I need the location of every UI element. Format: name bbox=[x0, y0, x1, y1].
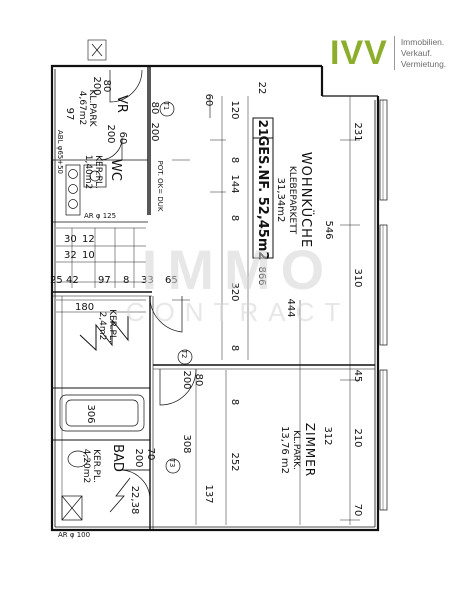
dim-8b: 8 bbox=[229, 215, 240, 221]
outer-walls bbox=[50, 64, 388, 532]
dim-8c: 8 bbox=[229, 345, 240, 351]
washbasin-icon bbox=[67, 450, 89, 468]
logo-tagline: Immobilien. Verkauf. Vermietung. bbox=[401, 37, 446, 70]
dim-80b: 80 bbox=[193, 374, 204, 387]
dim-80c: 80 bbox=[101, 80, 112, 93]
logo-line-2: Verkauf. bbox=[400, 47, 432, 58]
total-area-number: 21 bbox=[256, 120, 270, 137]
staircase-icon bbox=[79, 316, 129, 352]
dim-546: 546 bbox=[323, 220, 334, 239]
dim-60a: 60 bbox=[203, 94, 214, 107]
label-pot: POT. OK= DUK bbox=[156, 161, 164, 212]
dimension-numbers: 231 546 310 444 45 210 312 70 22 60 120 … bbox=[50, 76, 363, 516]
dim-252: 252 bbox=[229, 452, 240, 471]
room-abstell-area: 2,4m2 bbox=[97, 312, 107, 341]
dim-306: 306 bbox=[85, 404, 96, 423]
shower-icon bbox=[61, 495, 83, 521]
dim-120: 120 bbox=[229, 100, 240, 119]
interior-walls bbox=[52, 66, 375, 530]
dim-200b: 200 bbox=[181, 370, 192, 389]
room-wc-area: 1,40m2 bbox=[83, 155, 93, 190]
stove-burner-icon bbox=[68, 184, 78, 194]
dim-32: 32 bbox=[64, 250, 77, 261]
lightning-icon bbox=[109, 477, 131, 513]
dim-80a: 80 bbox=[149, 102, 160, 115]
dim-42: 42 bbox=[66, 275, 79, 286]
room-bad-area: 4,20m2 bbox=[81, 449, 91, 484]
fixtures bbox=[59, 164, 145, 521]
dim-231: 231 bbox=[352, 122, 363, 141]
dim-866: 866 bbox=[256, 266, 267, 285]
dim-320: 320 bbox=[229, 282, 240, 301]
label-abl: ABL φ65+50 bbox=[56, 130, 64, 174]
room-vr-name: VR bbox=[114, 95, 129, 113]
door-marker-t1: T1 bbox=[162, 101, 170, 111]
label-ar125: AR φ 125 bbox=[84, 212, 116, 220]
dim-312: 312 bbox=[322, 426, 333, 445]
dim-97-vr: 97 bbox=[64, 108, 75, 121]
doors bbox=[87, 39, 197, 501]
dim-200e: 200 bbox=[105, 124, 116, 143]
door-marker-t2: T2 bbox=[180, 349, 188, 359]
total-area-box bbox=[252, 117, 274, 259]
label-ar100: AR φ 100 bbox=[58, 531, 90, 539]
door-markers bbox=[159, 101, 193, 474]
room-wohnkueche-name: WOHNKÜCHE bbox=[298, 152, 315, 248]
sink-icon bbox=[89, 170, 101, 182]
dim-444: 444 bbox=[285, 298, 296, 317]
dim-180: 180 bbox=[75, 302, 94, 313]
dim-10: 10 bbox=[82, 250, 95, 261]
dim-97: 97 bbox=[98, 275, 111, 286]
room-labels: WOHNKÜCHE KLEBEPARKETT 31,34m2 21 GES.NF… bbox=[77, 90, 317, 484]
dim-45: 45 bbox=[352, 370, 363, 383]
dim-25: 25 bbox=[50, 275, 63, 286]
dim-70a: 70 bbox=[352, 504, 363, 517]
stove-burner-icon bbox=[68, 199, 78, 209]
room-wohnkueche-area: 31,34m2 bbox=[275, 178, 286, 223]
dim-2238: 22,38 bbox=[129, 486, 140, 515]
door-marker-t3: T3 bbox=[168, 458, 176, 468]
dim-310: 310 bbox=[352, 268, 363, 287]
room-vr-floor: KL.PARK bbox=[87, 90, 97, 128]
dim-200c: 200 bbox=[91, 76, 102, 95]
dim-65: 65 bbox=[165, 275, 178, 286]
dim-200d: 200 bbox=[133, 448, 144, 467]
dim-33: 33 bbox=[141, 275, 154, 286]
total-area-text: GES.NF. 52,45m2 bbox=[255, 136, 270, 261]
room-abstell-floor: KER.PL. bbox=[107, 309, 117, 343]
room-wc-name: WC bbox=[108, 159, 123, 181]
room-zimmer-floor: KL.PARK. bbox=[291, 430, 301, 470]
room-wohnkueche-floor: KLEBEPARKETT bbox=[287, 166, 297, 235]
room-wc-floor: KER.PL. bbox=[93, 155, 103, 189]
logo-line-1: Immobilien. bbox=[400, 36, 445, 47]
dim-8-zimmer: 8 bbox=[229, 399, 240, 405]
room-vr-area: 4,67m2 bbox=[77, 91, 87, 126]
bathtub-icon bbox=[59, 394, 145, 432]
dim-60b: 60 bbox=[117, 132, 128, 145]
dim-144: 144 bbox=[229, 174, 240, 193]
dim-22a: 22 bbox=[256, 82, 267, 95]
dim-210: 210 bbox=[352, 428, 363, 447]
room-zimmer-name: ZIMMER bbox=[303, 423, 317, 477]
dim-137: 137 bbox=[203, 484, 214, 503]
dimension-lines bbox=[56, 96, 360, 525]
technical-labels: POT. OK= DUK AR φ 125 AR φ 100 ABL φ65+5… bbox=[56, 130, 164, 539]
room-bad-floor: KER.PL. bbox=[91, 449, 101, 483]
dim-12: 12 bbox=[82, 234, 95, 245]
room-bad-name: BAD bbox=[110, 444, 125, 472]
dim-200a: 200 bbox=[149, 122, 160, 141]
dim-308: 308 bbox=[181, 434, 192, 453]
logo-mark: IVV bbox=[330, 34, 388, 72]
room-zimmer-area: 13,76 m2 bbox=[279, 426, 290, 474]
logo-divider bbox=[393, 36, 395, 70]
logo-line-3: Vermietung. bbox=[400, 58, 447, 69]
dim-30: 30 bbox=[64, 234, 77, 245]
dim-8-row: 8 bbox=[123, 275, 129, 286]
logo: IVV Immobilien. Verkauf. Vermietung. bbox=[330, 36, 446, 70]
dim-8a: 8 bbox=[229, 157, 240, 163]
stove-burner-icon bbox=[68, 169, 78, 179]
dim-70b: 70 bbox=[145, 448, 156, 461]
